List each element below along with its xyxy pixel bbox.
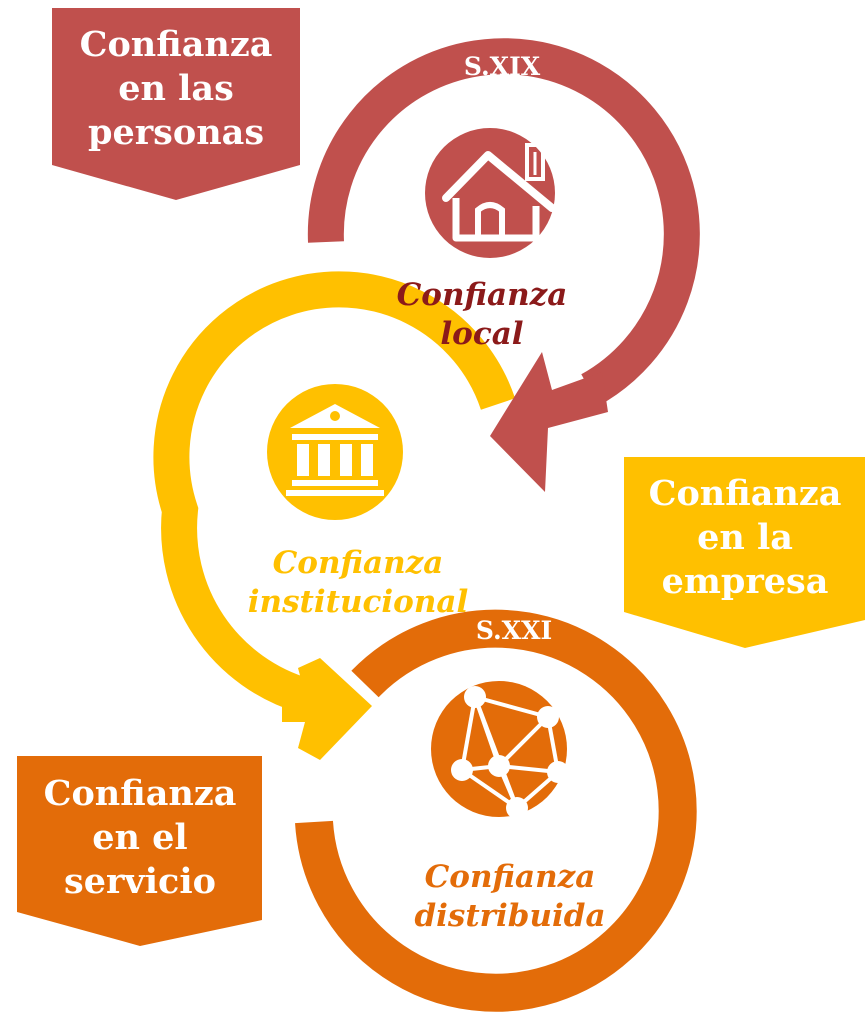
trust-xix-line1: Confianza xyxy=(397,277,568,313)
trust-xxi-line2: distribuida xyxy=(414,898,605,934)
trust-xx-line2: institucional xyxy=(248,584,468,620)
banner-empresa-line3: empresa xyxy=(662,561,829,602)
ring-xix xyxy=(307,38,700,492)
ring-xix-arrowhead xyxy=(490,352,608,492)
era-label-xxi: S.XXI xyxy=(476,616,552,645)
ring-xx xyxy=(153,271,516,760)
trust-xix-line2: local xyxy=(440,316,523,352)
network-icon xyxy=(431,681,569,819)
banner-empresa: Confianza en la empresa xyxy=(624,457,865,648)
banner-servicio-line1: Confianza xyxy=(44,773,237,814)
banner-personas: Confianza en las personas xyxy=(52,8,300,200)
banner-empresa-line2: en la xyxy=(697,517,793,558)
banner-servicio-shape xyxy=(17,756,262,946)
ring-xx-arc xyxy=(153,271,516,714)
house-icon xyxy=(425,128,556,258)
bank-building-icon xyxy=(267,384,403,520)
era-label-xx: S.XX xyxy=(323,333,388,362)
ring-xix-arc xyxy=(307,38,700,406)
ring-xxi-arc xyxy=(295,609,697,1012)
trust-xx-line1: Confianza xyxy=(273,545,444,581)
banner-servicio-line3: servicio xyxy=(64,861,216,902)
banner-personas-line1: Confianza xyxy=(80,24,273,65)
banner-personas-shape xyxy=(52,8,300,200)
banner-empresa-line1: Confianza xyxy=(649,473,842,514)
banner-empresa-shape xyxy=(624,457,865,648)
banner-personas-line3: personas xyxy=(88,112,264,153)
ring-xxi xyxy=(295,609,697,1012)
trust-xxi-line1: Confianza xyxy=(425,859,596,895)
era-label-xix: S.XIX xyxy=(464,52,541,81)
banner-servicio: Confianza en el servicio xyxy=(17,756,262,946)
banner-servicio-line2: en el xyxy=(92,817,187,858)
banner-personas-line2: en las xyxy=(118,68,234,109)
ring-xx-arrowhead xyxy=(282,658,372,760)
